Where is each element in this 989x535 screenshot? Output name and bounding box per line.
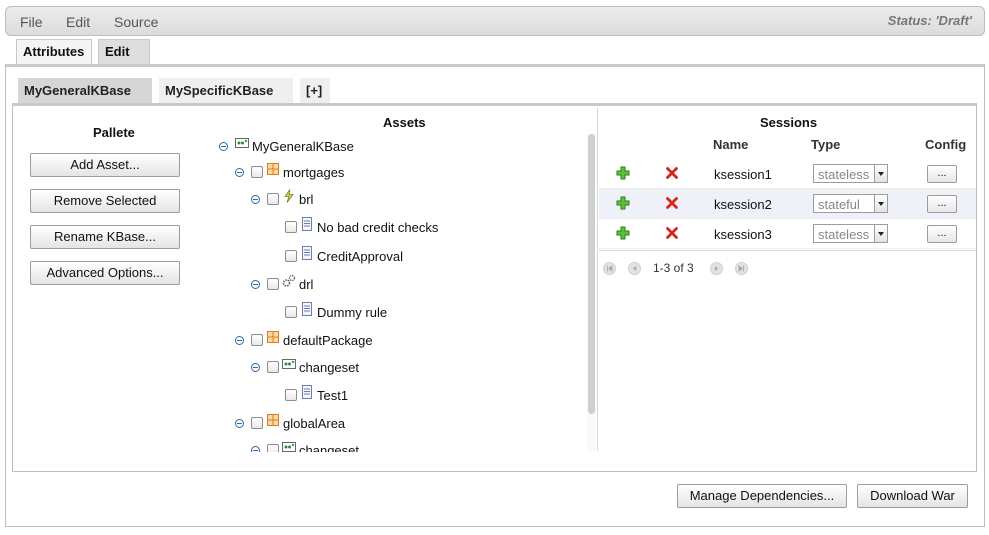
dropdown-arrow-icon <box>874 225 887 242</box>
kbase-icon <box>282 359 296 369</box>
package-icon <box>267 331 279 343</box>
tree-checkbox[interactable] <box>285 306 297 318</box>
document-icon <box>302 246 312 260</box>
tree-node[interactable]: Dummy rule <box>285 302 387 321</box>
remove-selected-button[interactable]: Remove Selected <box>30 189 180 213</box>
kbase-icon <box>282 442 296 452</box>
sessions-title: Sessions <box>760 115 818 130</box>
column-name: Name <box>713 137 749 152</box>
delete-icon[interactable] <box>666 227 678 239</box>
assets-tree: MyGeneralKBase mortgages brl No bad cred… <box>214 134 584 452</box>
session-row: ksession1 stateless ... <box>599 159 976 189</box>
tree-checkbox[interactable] <box>285 250 297 262</box>
collapse-icon[interactable] <box>251 362 260 372</box>
download-war-button[interactable]: Download War <box>857 484 968 508</box>
menu-source[interactable]: Source <box>114 14 159 30</box>
package-icon <box>267 163 279 175</box>
tree-checkbox[interactable] <box>267 278 279 290</box>
document-icon <box>302 217 312 231</box>
document-icon <box>302 385 312 399</box>
next-page-icon[interactable] <box>709 261 723 275</box>
column-type: Type <box>811 137 841 152</box>
delete-icon[interactable] <box>666 167 678 179</box>
dropdown-arrow-icon <box>874 195 887 212</box>
collapse-icon[interactable] <box>235 335 244 345</box>
add-asset-button[interactable]: Add Asset... <box>30 153 180 177</box>
column-config: Config <box>925 137 967 152</box>
pager-range: 1-3 of 3 <box>653 261 694 275</box>
assets-title: Assets <box>383 115 426 130</box>
sessions-panel <box>597 108 976 451</box>
tree-node[interactable]: No bad credit checks <box>285 217 438 236</box>
tree-checkbox[interactable] <box>285 389 297 401</box>
tree-node[interactable]: changeset <box>251 441 359 452</box>
tree-checkbox[interactable] <box>267 361 279 373</box>
status-label: Status: 'Draft' <box>887 13 972 28</box>
tree-node[interactable]: mortgages <box>235 163 344 181</box>
collapse-icon[interactable] <box>235 167 244 177</box>
tree-checkbox[interactable] <box>251 417 263 429</box>
sessions-separator <box>599 250 976 251</box>
collapse-icon[interactable] <box>251 194 260 204</box>
session-name: ksession1 <box>714 167 772 182</box>
tree-node[interactable]: CreditApproval <box>285 246 403 265</box>
tree-node[interactable]: drl <box>251 274 313 293</box>
document-icon <box>302 302 312 316</box>
tree-checkbox[interactable] <box>267 193 279 205</box>
session-type-select[interactable]: stateless <box>813 164 888 183</box>
dropdown-arrow-icon <box>874 165 887 182</box>
tree-checkbox[interactable] <box>267 444 279 452</box>
menu-bar: File Edit Source Status: 'Draft' <box>5 6 985 36</box>
session-config-button[interactable]: ... <box>927 195 957 213</box>
last-page-icon[interactable] <box>734 261 748 275</box>
tree-checkbox[interactable] <box>251 166 263 178</box>
advanced-options-button[interactable]: Advanced Options... <box>30 261 180 285</box>
menu-file[interactable]: File <box>20 14 43 30</box>
session-row: ksession3 stateless ... <box>599 219 976 249</box>
prev-page-icon[interactable] <box>628 261 641 275</box>
kbase-icon <box>235 138 249 148</box>
session-name: ksession3 <box>714 227 772 242</box>
tree-node[interactable]: globalArea <box>235 414 345 432</box>
session-row: ksession2 stateful ... <box>599 189 976 219</box>
collapse-icon[interactable] <box>235 418 244 428</box>
tree-node[interactable]: defaultPackage <box>235 331 373 349</box>
manage-dependencies-button[interactable]: Manage Dependencies... <box>677 484 847 508</box>
tree-checkbox[interactable] <box>251 334 263 346</box>
add-icon[interactable] <box>616 196 630 210</box>
tab-mygeneralkbase[interactable]: MyGeneralKBase <box>18 78 152 104</box>
tab-edit[interactable]: Edit <box>98 39 150 64</box>
collapse-icon[interactable] <box>219 141 228 151</box>
tab-myspecifickbase[interactable]: MySpecificKBase <box>159 78 293 104</box>
add-icon[interactable] <box>616 226 630 240</box>
gears-icon <box>282 274 296 287</box>
first-page-icon[interactable] <box>603 261 616 275</box>
tree-node[interactable]: MyGeneralKBase <box>219 137 354 155</box>
session-type-select[interactable]: stateful <box>813 194 888 213</box>
tab-add-kbase[interactable]: [+] <box>300 78 330 104</box>
tree-checkbox[interactable] <box>285 221 297 233</box>
brl-icon <box>284 189 294 203</box>
pallete-title: Pallete <box>93 125 135 140</box>
session-config-button[interactable]: ... <box>927 165 957 183</box>
tree-node[interactable]: changeset <box>251 358 359 376</box>
tree-node[interactable]: brl <box>251 189 313 208</box>
tree-node[interactable]: Test1 <box>285 385 348 404</box>
package-icon <box>267 414 279 426</box>
collapse-icon[interactable] <box>251 279 260 289</box>
assets-scrollbar-thumb[interactable] <box>588 134 595 414</box>
collapse-icon[interactable] <box>251 445 260 452</box>
session-config-button[interactable]: ... <box>927 225 957 243</box>
session-name: ksession2 <box>714 197 772 212</box>
menu-edit[interactable]: Edit <box>66 14 91 30</box>
sessions-pager: 1-3 of 3 <box>603 260 760 276</box>
tab-attributes[interactable]: Attributes <box>16 39 92 64</box>
session-type-select[interactable]: stateless <box>813 224 888 243</box>
add-icon[interactable] <box>616 166 630 180</box>
delete-icon[interactable] <box>666 197 678 209</box>
rename-kbase-button[interactable]: Rename KBase... <box>30 225 180 249</box>
